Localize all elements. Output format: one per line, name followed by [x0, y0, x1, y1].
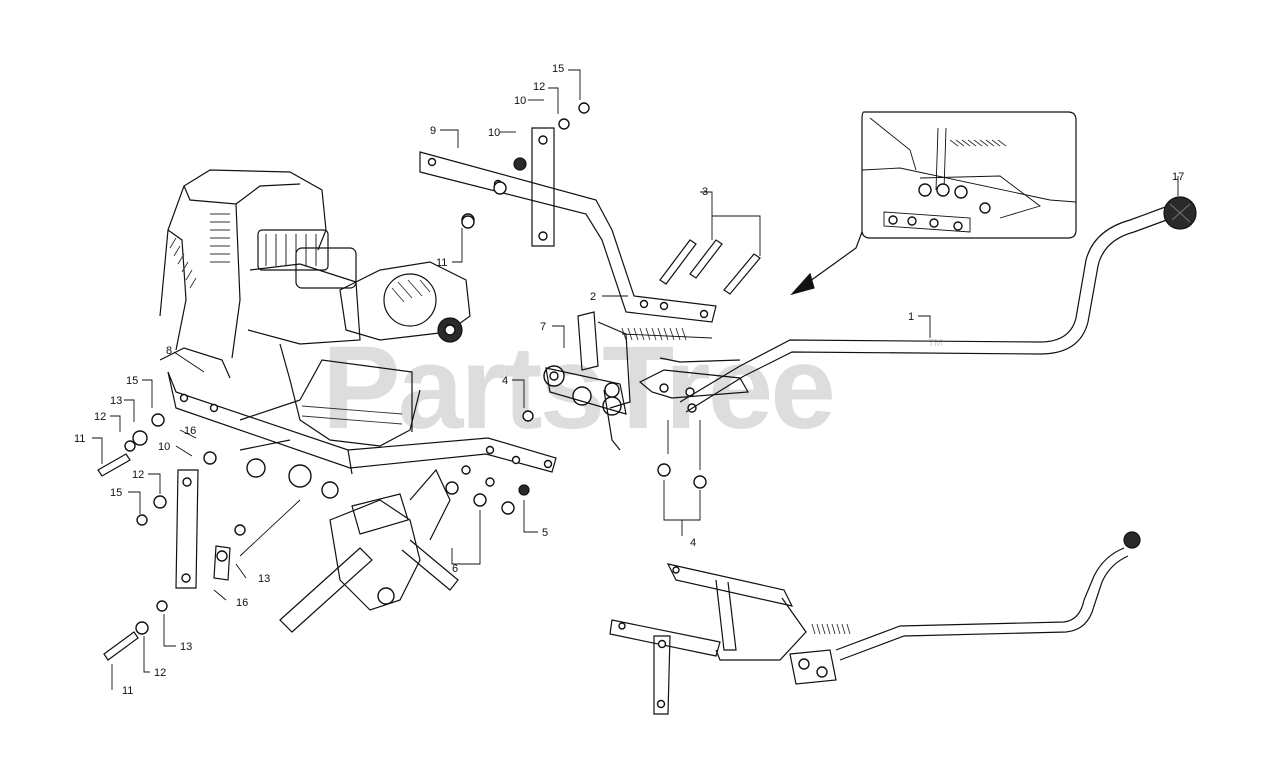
- callout-1: 1: [908, 311, 914, 323]
- callout-16-a: 16: [184, 425, 196, 437]
- callout-13-b: 13: [258, 573, 270, 585]
- callout-8: 8: [166, 345, 172, 357]
- callout-3: 3: [702, 186, 708, 198]
- callout-10-c: 10: [158, 441, 170, 453]
- inset-detail: [790, 111, 1077, 296]
- control-lever: [679, 196, 1197, 413]
- callout-13-c: 13: [180, 641, 192, 653]
- callout-7: 7: [540, 321, 546, 333]
- callout-11-a: 11: [436, 257, 447, 269]
- callout-12-c: 12: [132, 469, 144, 481]
- callout-10-a: 10: [514, 95, 526, 107]
- assembled-view: [609, 531, 1141, 715]
- callout-5: 5: [542, 527, 548, 539]
- callout-4-a: 4: [502, 375, 508, 387]
- callout-16-b: 16: [236, 597, 248, 609]
- callout-9: 9: [430, 125, 436, 137]
- center-linkage: [522, 311, 749, 451]
- callout-13-a: 13: [110, 395, 122, 407]
- watermark-trademark: TM: [928, 338, 942, 349]
- callout-15-c: 15: [110, 487, 122, 499]
- bolt-group-3: [461, 181, 761, 295]
- callout-2: 2: [590, 291, 596, 303]
- engine-assembly: [159, 169, 471, 633]
- callout-15-a: 15: [552, 63, 564, 75]
- callout-labels: 15 12 10 9 10 11 3 2 7 1 17 4 8 15 13 12…: [74, 63, 1184, 697]
- callout-6: 6: [452, 563, 458, 575]
- callout-11-c: 11: [122, 685, 133, 697]
- hardware-left: [97, 413, 246, 661]
- callout-leaders: [92, 69, 1179, 690]
- callout-10-b: 10: [488, 127, 500, 139]
- callout-12-d: 12: [154, 667, 166, 679]
- support-frame: [159, 347, 557, 475]
- callout-12-b: 12: [94, 411, 106, 423]
- hardware-bottom: [445, 463, 707, 515]
- callout-15-b: 15: [126, 375, 138, 387]
- callout-11-b: 11: [74, 433, 85, 445]
- hardware-top: [461, 102, 590, 229]
- callout-17: 17: [1172, 171, 1184, 183]
- callout-12-a: 12: [533, 81, 545, 93]
- callout-4-b: 4: [690, 537, 696, 549]
